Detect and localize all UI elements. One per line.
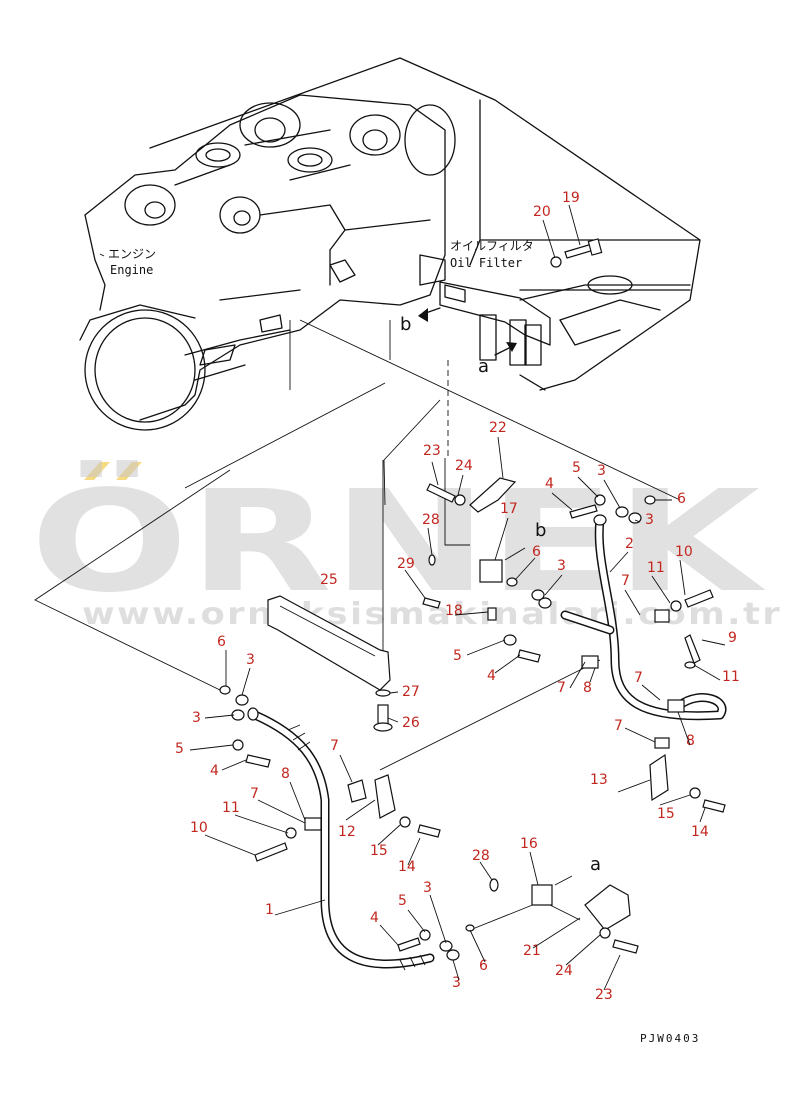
callout-14-left: 14 — [398, 859, 416, 875]
callout-3-bottom-a: 3 — [423, 880, 432, 896]
arrow-b — [418, 308, 428, 322]
washer-27 — [375, 689, 391, 697]
callout-5-bottom: 5 — [398, 893, 407, 909]
callout-24-top: 24 — [455, 458, 473, 474]
callout-28-bottom: 28 — [472, 848, 490, 864]
callout-12: 12 — [338, 824, 356, 840]
callout-11-left: 11 — [222, 800, 240, 816]
watermark: ÖRNEK www.orneksismakinalari.com.tr — [30, 459, 780, 632]
callout-5-top: 5 — [572, 460, 581, 476]
view-label-b-mid: b — [535, 520, 546, 541]
view-label-b-top: b — [400, 314, 411, 335]
callout-7-right-b: 7 — [634, 670, 643, 686]
bolt-19 — [564, 238, 603, 259]
oil-filter-label-en: Oil Filter — [450, 256, 522, 270]
small-parts — [219, 477, 726, 961]
callout-1: 1 — [265, 902, 274, 918]
view-label-a-bottom: a — [590, 854, 601, 875]
callout-8-mid: 8 — [583, 680, 592, 696]
drawing-code: PJW0403 — [640, 1032, 700, 1045]
callout-numbers: 19 20 22 23 24 5 3 4 6 17 3 28 b 2 6 29 … — [175, 190, 740, 1003]
callout-19: 19 — [562, 190, 580, 206]
callout-29: 29 — [397, 556, 415, 572]
callout-5-left: 5 — [175, 741, 184, 757]
callout-17: 17 — [500, 501, 518, 517]
callout-10-right: 10 — [675, 544, 693, 560]
callout-23-bottom: 23 — [595, 987, 613, 1003]
callout-23-top: 23 — [423, 443, 441, 459]
engine-label-jp: エンジン — [108, 247, 156, 261]
leader-lines — [34, 319, 681, 931]
callout-18: 18 — [445, 603, 463, 619]
callout-4-bottom: 4 — [370, 910, 379, 926]
watermark-accent-mark-2 — [116, 462, 142, 480]
callout-26: 26 — [402, 715, 420, 731]
callout-3-left-a: 3 — [246, 652, 255, 668]
callout-28-top: 28 — [422, 512, 440, 528]
callout-3-mid: 3 — [557, 558, 566, 574]
view-label-a-top: a — [478, 356, 489, 377]
engine-label-en: Engine — [110, 263, 153, 277]
callout-6-bottom: 6 — [479, 958, 488, 974]
watermark-accent-mark — [84, 462, 110, 480]
chassis-frame — [149, 57, 701, 391]
callout-24-bottom: 24 — [555, 963, 573, 979]
callout-20: 20 — [533, 204, 551, 220]
arrow-a — [506, 342, 517, 352]
callout-21: 21 — [523, 943, 541, 959]
callout-15-left: 15 — [370, 843, 388, 859]
callout-15-right: 15 — [657, 806, 675, 822]
hose-2 — [560, 515, 727, 721]
callout-4-top: 4 — [545, 476, 554, 492]
callout-7-right-a: 7 — [621, 573, 630, 589]
callout-6-left: 6 — [217, 634, 226, 650]
callout-7-left-b: 7 — [250, 786, 259, 802]
callout-11-right-a: 11 — [647, 560, 665, 576]
callout-4-left: 4 — [210, 763, 219, 779]
callout-8-left: 8 — [281, 766, 290, 782]
callout-7-mid: 7 — [557, 680, 566, 696]
bracket-25 — [267, 595, 391, 691]
callout-27: 27 — [402, 684, 420, 700]
hose-1 — [250, 710, 435, 971]
callout-8-right: 8 — [686, 733, 695, 749]
callout-13: 13 — [590, 772, 608, 788]
callout-5-mid: 5 — [453, 648, 462, 664]
watermark-brand: ÖRNEK — [30, 459, 766, 624]
callout-4-mid: 4 — [487, 668, 496, 684]
callout-16: 16 — [520, 836, 538, 852]
callout-25: 25 — [320, 572, 338, 588]
callout-7-right-c: 7 — [614, 718, 623, 734]
callout-10-left: 10 — [190, 820, 208, 836]
callout-2: 2 — [625, 536, 634, 552]
callout-3-top-b: 3 — [645, 512, 654, 528]
oil-filter-label-jp: オイルフィルタ — [450, 239, 534, 253]
callout-14-right: 14 — [691, 824, 709, 840]
callout-3-left-b: 3 — [192, 710, 201, 726]
callout-3-bottom-b: 3 — [452, 975, 461, 991]
engine-assembly: エンジン Engine — [79, 94, 456, 431]
callout-6-mid: 6 — [532, 544, 541, 560]
bolt-26 — [373, 704, 393, 732]
callout-6-top-right: 6 — [677, 491, 686, 507]
callout-3-top-a: 3 — [597, 463, 606, 479]
callout-22: 22 — [489, 420, 507, 436]
callout-9: 9 — [728, 630, 737, 646]
callout-11-right-b: 11 — [722, 669, 740, 685]
oil-filter-assembly: オイルフィルタ Oil Filter b a — [400, 239, 551, 377]
callout-7-left-a: 7 — [330, 738, 339, 754]
callout-leaders — [189, 204, 726, 991]
washer-20 — [550, 256, 562, 268]
